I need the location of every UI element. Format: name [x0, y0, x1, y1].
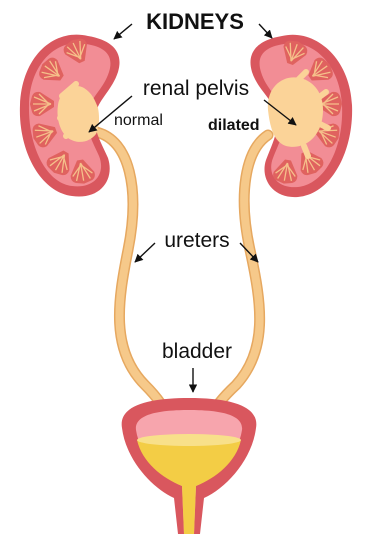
kidneys-arrow-right: [259, 24, 272, 38]
right-ureter: [210, 135, 268, 418]
right-kidney: [250, 35, 352, 197]
ureters-label: ureters: [164, 229, 229, 252]
bladder: [122, 398, 257, 534]
title-label: KIDNEYS: [146, 9, 244, 34]
kidneys-arrow-left: [114, 24, 132, 39]
ureters-arrow-left: [135, 243, 155, 262]
renal-pelvis-label: renal pelvis: [143, 77, 249, 100]
bladder-label: bladder: [162, 340, 232, 363]
bladder-urine: [137, 436, 241, 534]
left-kidney: [20, 35, 120, 197]
dilated-label: dilated: [208, 117, 260, 134]
bladder-urine-surface: [137, 434, 241, 446]
normal-label: normal: [114, 112, 163, 129]
